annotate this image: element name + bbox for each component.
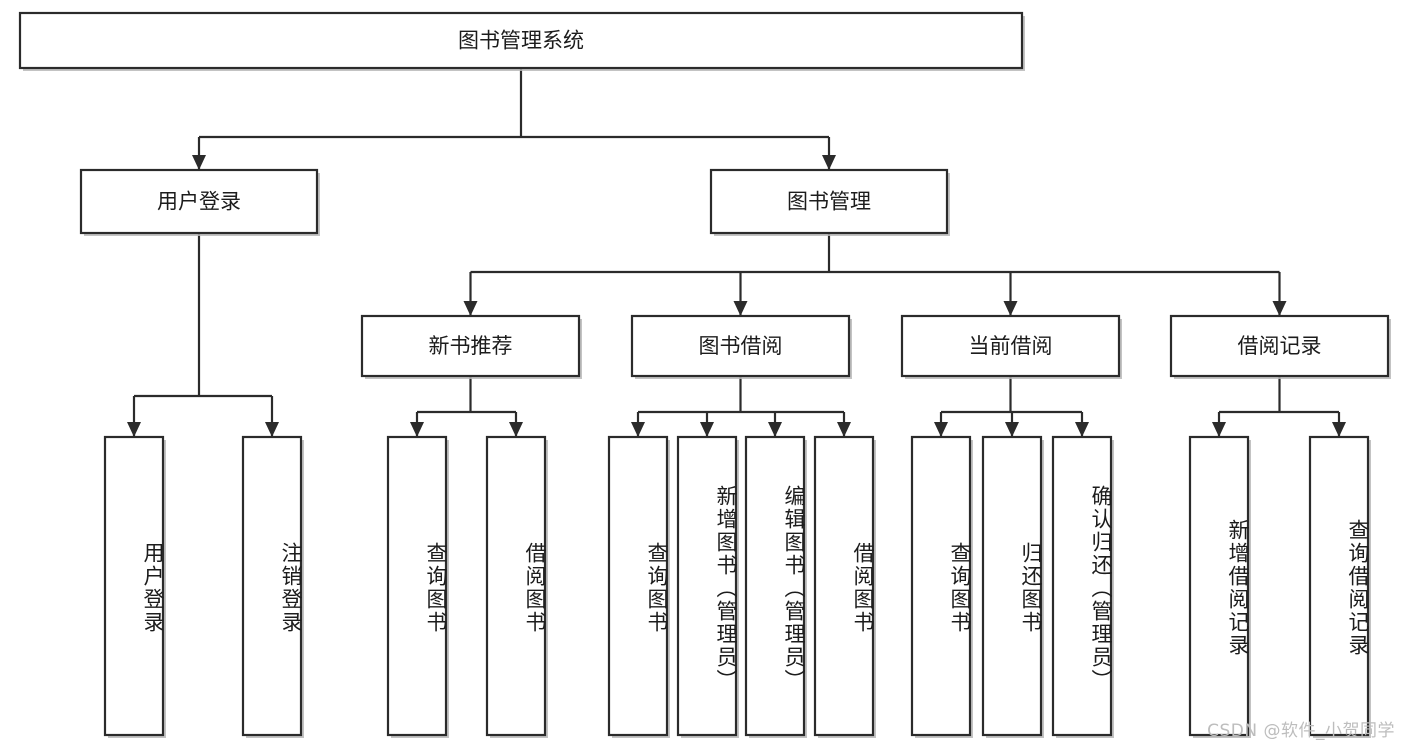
level3-node-box[interactable] [900, 314, 1121, 378]
arrow-head-icon [934, 422, 948, 437]
leaf-node-box[interactable] [607, 435, 669, 737]
level2-node-label: 图书管理 [787, 190, 871, 214]
level3-node-label: 新书推荐 [429, 334, 513, 358]
level3-node-label: 图书借阅 [699, 334, 783, 358]
level2-node-box[interactable] [709, 168, 949, 235]
leaf-node-box[interactable] [386, 435, 448, 737]
arrow-head-icon [1075, 422, 1089, 437]
arrow-head-icon [410, 422, 424, 437]
arrow-head-icon [822, 155, 836, 170]
arrow-head-icon [837, 422, 851, 437]
level3-node-box[interactable] [360, 314, 581, 378]
arrow-head-icon [1005, 422, 1019, 437]
arrow-head-icon [509, 422, 523, 437]
watermark-text: CSDN @软件_小贺同学 [1207, 721, 1395, 741]
arrow-head-icon [700, 422, 714, 437]
level3-node-label: 当前借阅 [969, 334, 1053, 358]
leaf-node-box[interactable] [1188, 435, 1250, 737]
leaf-node-box[interactable] [676, 435, 738, 737]
leaf-node-box[interactable] [981, 435, 1043, 737]
level3-node-label: 借阅记录 [1238, 334, 1322, 358]
arrow-head-icon [631, 422, 645, 437]
arrow-head-icon [733, 301, 748, 316]
arrow-head-icon [1272, 301, 1287, 316]
arrow-head-icon [127, 422, 141, 437]
level3-node-box[interactable] [1169, 314, 1390, 378]
leaf-node-box[interactable] [910, 435, 972, 737]
arrow-head-icon [265, 422, 279, 437]
leaf-node-box[interactable] [241, 435, 303, 737]
arrow-head-icon [463, 301, 478, 316]
arrow-head-icon [1332, 422, 1346, 437]
connector-lines [127, 68, 1346, 437]
level2-node-label: 用户登录 [157, 190, 241, 214]
leaf-node-box[interactable] [1051, 435, 1113, 737]
level2-node-box[interactable] [79, 168, 319, 235]
level3-node-box[interactable] [630, 314, 851, 378]
root-node-label: 图书管理系统 [458, 29, 584, 53]
arrow-head-icon [768, 422, 782, 437]
arrow-head-icon [1003, 301, 1018, 316]
node-boxes [18, 11, 1391, 738]
root-node-box[interactable] [18, 11, 1024, 70]
arrow-head-icon [192, 155, 206, 170]
arrow-head-icon [1212, 422, 1226, 437]
leaf-node-box[interactable] [1308, 435, 1370, 737]
leaf-node-box[interactable] [103, 435, 165, 737]
leaf-node-box[interactable] [485, 435, 547, 737]
leaf-node-box[interactable] [744, 435, 806, 737]
leaf-node-box[interactable] [813, 435, 875, 737]
